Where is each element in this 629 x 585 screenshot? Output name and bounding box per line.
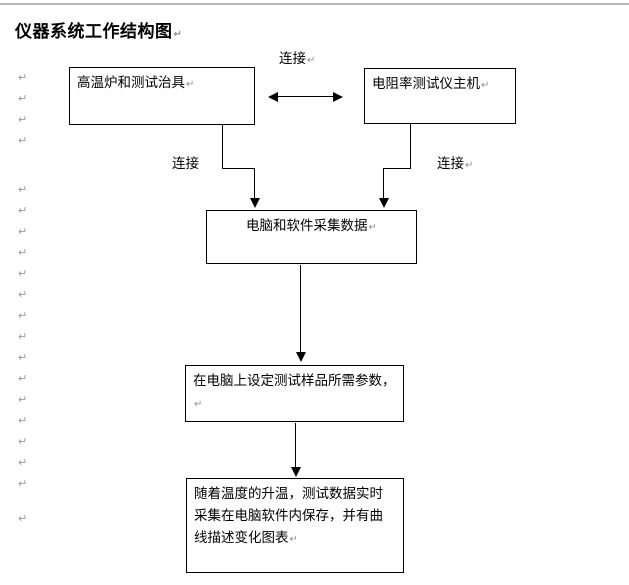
paragraph-mark-icon: ↵ <box>18 246 28 259</box>
connector-line <box>300 265 301 353</box>
connector-label-top: 连接↵ <box>279 51 316 66</box>
flowchart-box-furnace-label: 高温炉和测试治具↵ <box>77 75 195 90</box>
page-title: 仪器系统工作结构图↵ <box>15 21 182 43</box>
arrow-left-icon <box>268 92 278 102</box>
flowchart-box-acquire-label: 电脑和软件采集数据↵ <box>246 218 377 233</box>
flowchart-box-record[interactable]: 随着温度的升温，测试数据实时采集在电脑软件内保存，并有曲线描述变化图表↵ <box>186 478 404 573</box>
paragraph-mark-icon: ↵ <box>18 183 28 196</box>
paragraph-mark-icon: ↵ <box>18 351 28 364</box>
paragraph-mark-icon: ↵ <box>18 414 28 427</box>
paragraph-mark-icon: ↵ <box>18 225 28 238</box>
arrow-down-icon <box>379 198 389 208</box>
arrow-down-icon <box>296 352 306 362</box>
paragraph-mark-icon: ↵ <box>18 435 28 448</box>
paragraph-mark-icon: ↵ <box>18 512 28 525</box>
connector-line <box>383 168 384 199</box>
page-title-text: 仪器系统工作结构图 <box>15 22 173 41</box>
connector-line <box>295 423 296 469</box>
arrow-right-icon <box>333 92 343 102</box>
paragraph-mark-icon: ↵ <box>18 113 28 126</box>
paragraph-mark-icon: ↵ <box>18 288 28 301</box>
paragraph-mark-icon: ↵ <box>18 134 28 147</box>
flowchart-box-settings-label: 在电脑上设定测试样品所需参数，↵ <box>193 373 396 410</box>
paragraph-mark-icon: ↵ <box>18 456 28 469</box>
paragraph-mark-icon: ↵ <box>289 534 298 545</box>
flowchart-box-tester-label: 电阻率测试仪主机↵ <box>372 76 490 91</box>
paragraph-mark-icon: ↵ <box>368 222 377 233</box>
paragraph-mark-icon: ↵ <box>18 71 28 84</box>
paragraph-mark-icon: ↵ <box>18 267 28 280</box>
paragraph-mark-icon: ↵ <box>18 372 28 385</box>
paragraph-mark-icon: ↵ <box>465 160 474 171</box>
flowchart-box-settings[interactable]: 在电脑上设定测试样品所需参数，↵ <box>185 365 404 422</box>
connector-line <box>410 124 411 169</box>
paragraph-mark-icon: ↵ <box>18 393 28 406</box>
paragraph-mark-icon: ↵ <box>307 55 316 66</box>
paragraph-mark-icon: ↵ <box>18 309 28 322</box>
connector-line <box>277 96 335 97</box>
paragraph-mark-icon: ↵ <box>173 29 183 40</box>
flowchart-box-tester[interactable]: 电阻率测试仪主机↵ <box>364 68 516 124</box>
paragraph-mark-icon: ↵ <box>18 477 28 490</box>
paragraph-mark-icon: ↵ <box>186 79 195 90</box>
paragraph-mark-icon: ↵ <box>481 80 490 91</box>
page-top-rule <box>0 3 629 5</box>
connector-line <box>254 168 255 199</box>
connector-line <box>383 168 411 169</box>
flowchart-box-furnace[interactable]: 高温炉和测试治具↵ <box>69 67 255 125</box>
connector-label-right: 连接↵ <box>437 156 474 171</box>
connector-line <box>222 125 223 169</box>
connector-label-left: 连接 <box>172 156 199 171</box>
flowchart-box-acquire[interactable]: 电脑和软件采集数据↵ <box>206 210 417 264</box>
flowchart-box-record-label: 随着温度的升温，测试数据实时采集在电脑软件内保存，并有曲线描述变化图表↵ <box>194 486 383 545</box>
arrow-down-icon <box>291 467 301 477</box>
paragraph-mark-icon: ↵ <box>18 92 28 105</box>
paragraph-mark-icon: ↵ <box>194 399 203 410</box>
connector-line <box>222 168 255 169</box>
arrow-down-icon <box>250 198 260 208</box>
paragraph-mark-icon: ↵ <box>18 204 28 217</box>
paragraph-mark-icon: ↵ <box>18 330 28 343</box>
